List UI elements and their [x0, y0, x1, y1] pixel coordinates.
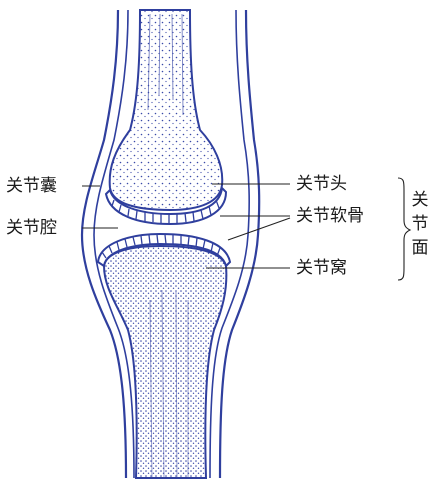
surface-brace	[398, 178, 410, 280]
label-articular-surface-3: 面	[410, 238, 430, 259]
label-articular-cartilage: 关节软骨	[296, 206, 364, 226]
label-joint-head: 关节头	[296, 174, 347, 194]
lower-bone	[104, 246, 226, 478]
label-joint-socket: 关节窝	[296, 258, 347, 278]
label-joint-capsule: 关节囊	[6, 176, 57, 196]
label-joint-cavity: 关节腔	[6, 218, 57, 238]
label-articular-surface-1: 关	[410, 190, 430, 211]
label-articular-surface-2: 节	[410, 214, 430, 235]
